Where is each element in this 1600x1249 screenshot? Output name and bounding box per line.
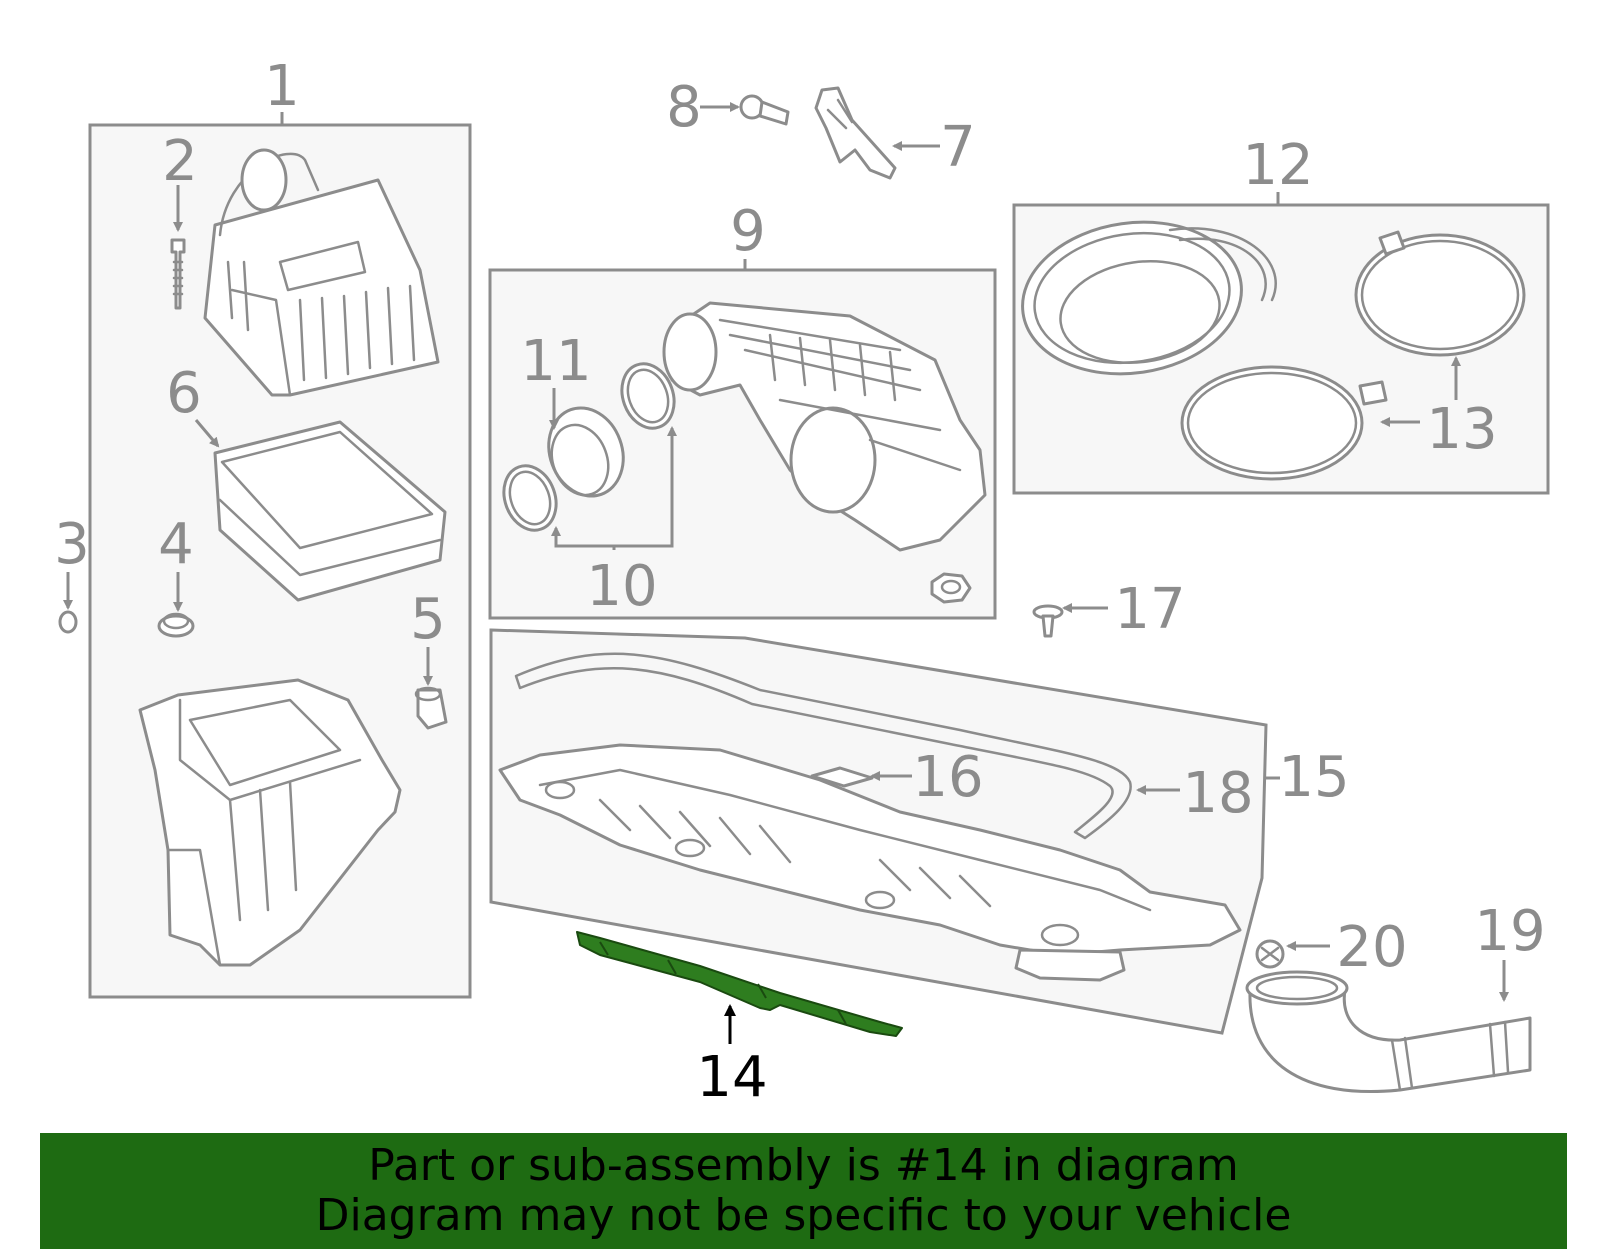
grommet-part-4 <box>157 612 195 638</box>
bracket-part-7 <box>814 86 897 180</box>
hose-part-11 <box>547 406 625 498</box>
grommet-part-3 <box>58 610 78 634</box>
push-pin-part-17 <box>1032 604 1064 638</box>
banner-line-2: Diagram may not be specific to your vehi… <box>315 1190 1292 1241</box>
callout-12: 12 <box>1242 133 1313 198</box>
callout-17: 17 <box>1114 577 1185 642</box>
callout-4: 4 <box>158 512 194 577</box>
callout-2: 2 <box>162 129 198 194</box>
callout-15: 15 <box>1278 745 1349 810</box>
callout-6: 6 <box>166 361 202 426</box>
deflector-panel <box>498 743 1242 982</box>
insulator-part-5 <box>414 686 448 730</box>
callout-3: 3 <box>54 512 90 577</box>
callout-11: 11 <box>520 329 591 394</box>
callout-14: 14 <box>696 1045 767 1110</box>
elbow-duct-part-19 <box>1245 970 1532 1093</box>
callout-7: 7 <box>940 115 976 180</box>
intake-duct <box>662 301 987 552</box>
callout-20: 20 <box>1336 915 1407 980</box>
callout-8: 8 <box>666 75 702 140</box>
leader-6 <box>194 419 220 448</box>
leader-10b <box>614 426 677 548</box>
callout-10: 10 <box>586 554 657 619</box>
air-filter-element <box>213 420 447 602</box>
nut <box>930 572 972 604</box>
callout-13: 13 <box>1426 397 1497 462</box>
leader-10 <box>551 526 616 550</box>
clamp-part-13-lower <box>1180 365 1388 481</box>
callout-9: 9 <box>730 199 766 264</box>
callout-19: 19 <box>1474 899 1545 964</box>
clamp-part-13-upper <box>1354 230 1526 357</box>
clamp-part-10-upper <box>620 362 676 430</box>
bolt-part-2 <box>170 238 186 310</box>
callout-16: 16 <box>912 745 983 810</box>
seal-part-12 <box>1021 220 1277 376</box>
info-banner: Part or sub-assembly is #14 in diagram D… <box>40 1133 1567 1249</box>
fastener-part-8 <box>739 94 790 126</box>
banner-line-1: Part or sub-assembly is #14 in diagram <box>368 1140 1239 1191</box>
callout-5: 5 <box>410 587 446 652</box>
fastener-part-20 <box>1255 939 1285 969</box>
seal-strip-part-18 <box>514 652 1132 840</box>
bracket-part-14-highlighted <box>576 931 903 1037</box>
air-cleaner-housing <box>138 678 402 967</box>
clamp-part-10-lower <box>502 464 558 532</box>
callout-1: 1 <box>264 54 300 119</box>
air-cleaner-cover <box>203 148 440 397</box>
callout-18: 18 <box>1182 761 1253 826</box>
